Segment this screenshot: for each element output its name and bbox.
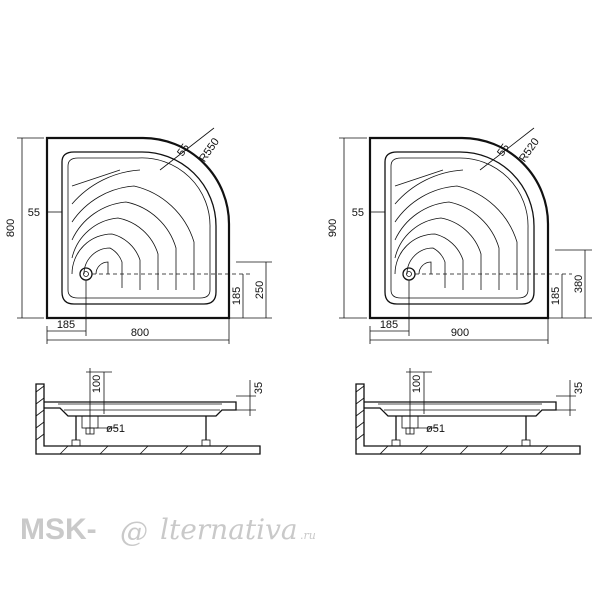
left-plan-view: 800 185 800 55 185 250 55 R550	[5, 127, 272, 344]
right-tray-outline	[368, 136, 550, 320]
left-wall-hatch	[35, 385, 229, 455]
left-drain	[79, 267, 93, 281]
left-antislip-ribs	[71, 169, 195, 290]
right-drain-x-dim: 185	[380, 319, 398, 331]
watermark: MSK- @ lternativa .ru	[20, 513, 316, 548]
left-basin-outline	[61, 151, 217, 305]
watermark-tld: .ru	[300, 529, 316, 542]
left-drain-x-dim: 185	[57, 319, 75, 331]
left-height-dim: 800	[5, 219, 17, 237]
left-tray-outline	[45, 136, 231, 320]
left-basin-inner	[67, 157, 211, 299]
left-drain-y-dim: 185	[231, 287, 243, 305]
right-arc-rim-dim: 55	[495, 142, 512, 159]
right-rim-dim: 55	[352, 207, 364, 219]
right-width-dim: 900	[451, 327, 469, 339]
right-tray-section	[364, 401, 557, 417]
left-depth-dim: 100	[91, 375, 103, 393]
right-basin-outline	[384, 151, 535, 305]
right-rim-height-dim: 35	[573, 382, 585, 394]
right-height-dim: 900	[327, 219, 339, 237]
left-tray-section	[44, 401, 237, 417]
left-drain-dia-dim: ø51	[106, 423, 125, 435]
left-radius-dim: R550	[197, 136, 222, 164]
left-wall-floor	[35, 383, 261, 455]
left-rim-dim: 55	[28, 207, 40, 219]
watermark-suffix: lternativa	[160, 513, 298, 546]
left-arc-rim-dim: 55	[175, 142, 192, 159]
right-radius-dim: R520	[517, 136, 542, 164]
right-depth-dim: 100	[411, 375, 423, 393]
right-side-height-dim: 380	[573, 275, 585, 293]
right-antislip-ribs	[394, 169, 518, 290]
left-rim-height-dim: 35	[253, 382, 265, 394]
right-plan-view: 900 185 900 55 185 380 55 R520	[327, 127, 592, 344]
right-section-view: 100 ø51 35	[355, 368, 585, 455]
left-width-dim: 800	[131, 327, 149, 339]
right-drain-y-dim: 185	[550, 287, 562, 305]
right-wall-floor	[355, 383, 581, 455]
right-drain	[402, 267, 416, 281]
watermark-at-logo: @	[120, 515, 148, 548]
left-section-view: 100 ø51 35	[35, 368, 265, 455]
watermark-prefix: MSK-	[20, 513, 97, 546]
right-wall-hatch	[355, 385, 549, 455]
right-basin-inner	[390, 157, 529, 299]
left-side-height-dim: 250	[254, 281, 266, 299]
right-drain-dia-dim: ø51	[426, 423, 445, 435]
